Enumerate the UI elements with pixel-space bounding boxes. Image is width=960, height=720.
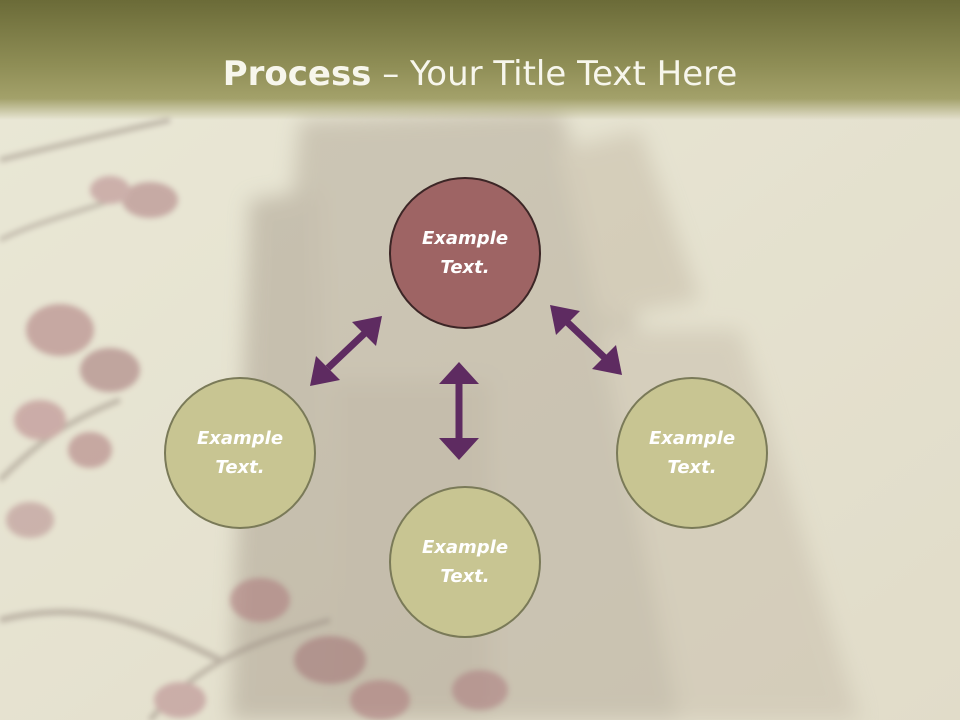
node-right-label: Example Text. xyxy=(648,428,736,478)
node-left-label: Example Text. xyxy=(196,428,284,478)
node-left: Example Text. xyxy=(164,377,316,529)
title-bold: Process xyxy=(222,54,372,94)
title-rest: – Your Title Text Here xyxy=(371,54,738,94)
node-bottom: Example Text. xyxy=(389,486,541,638)
node-right: Example Text. xyxy=(616,377,768,529)
node-top: Example Text. xyxy=(389,177,541,329)
page-title: Process – Your Title Text Here xyxy=(0,52,960,96)
node-top-label: Example Text. xyxy=(421,228,509,278)
title-bar xyxy=(0,0,960,120)
node-bottom-label: Example Text. xyxy=(421,537,509,587)
